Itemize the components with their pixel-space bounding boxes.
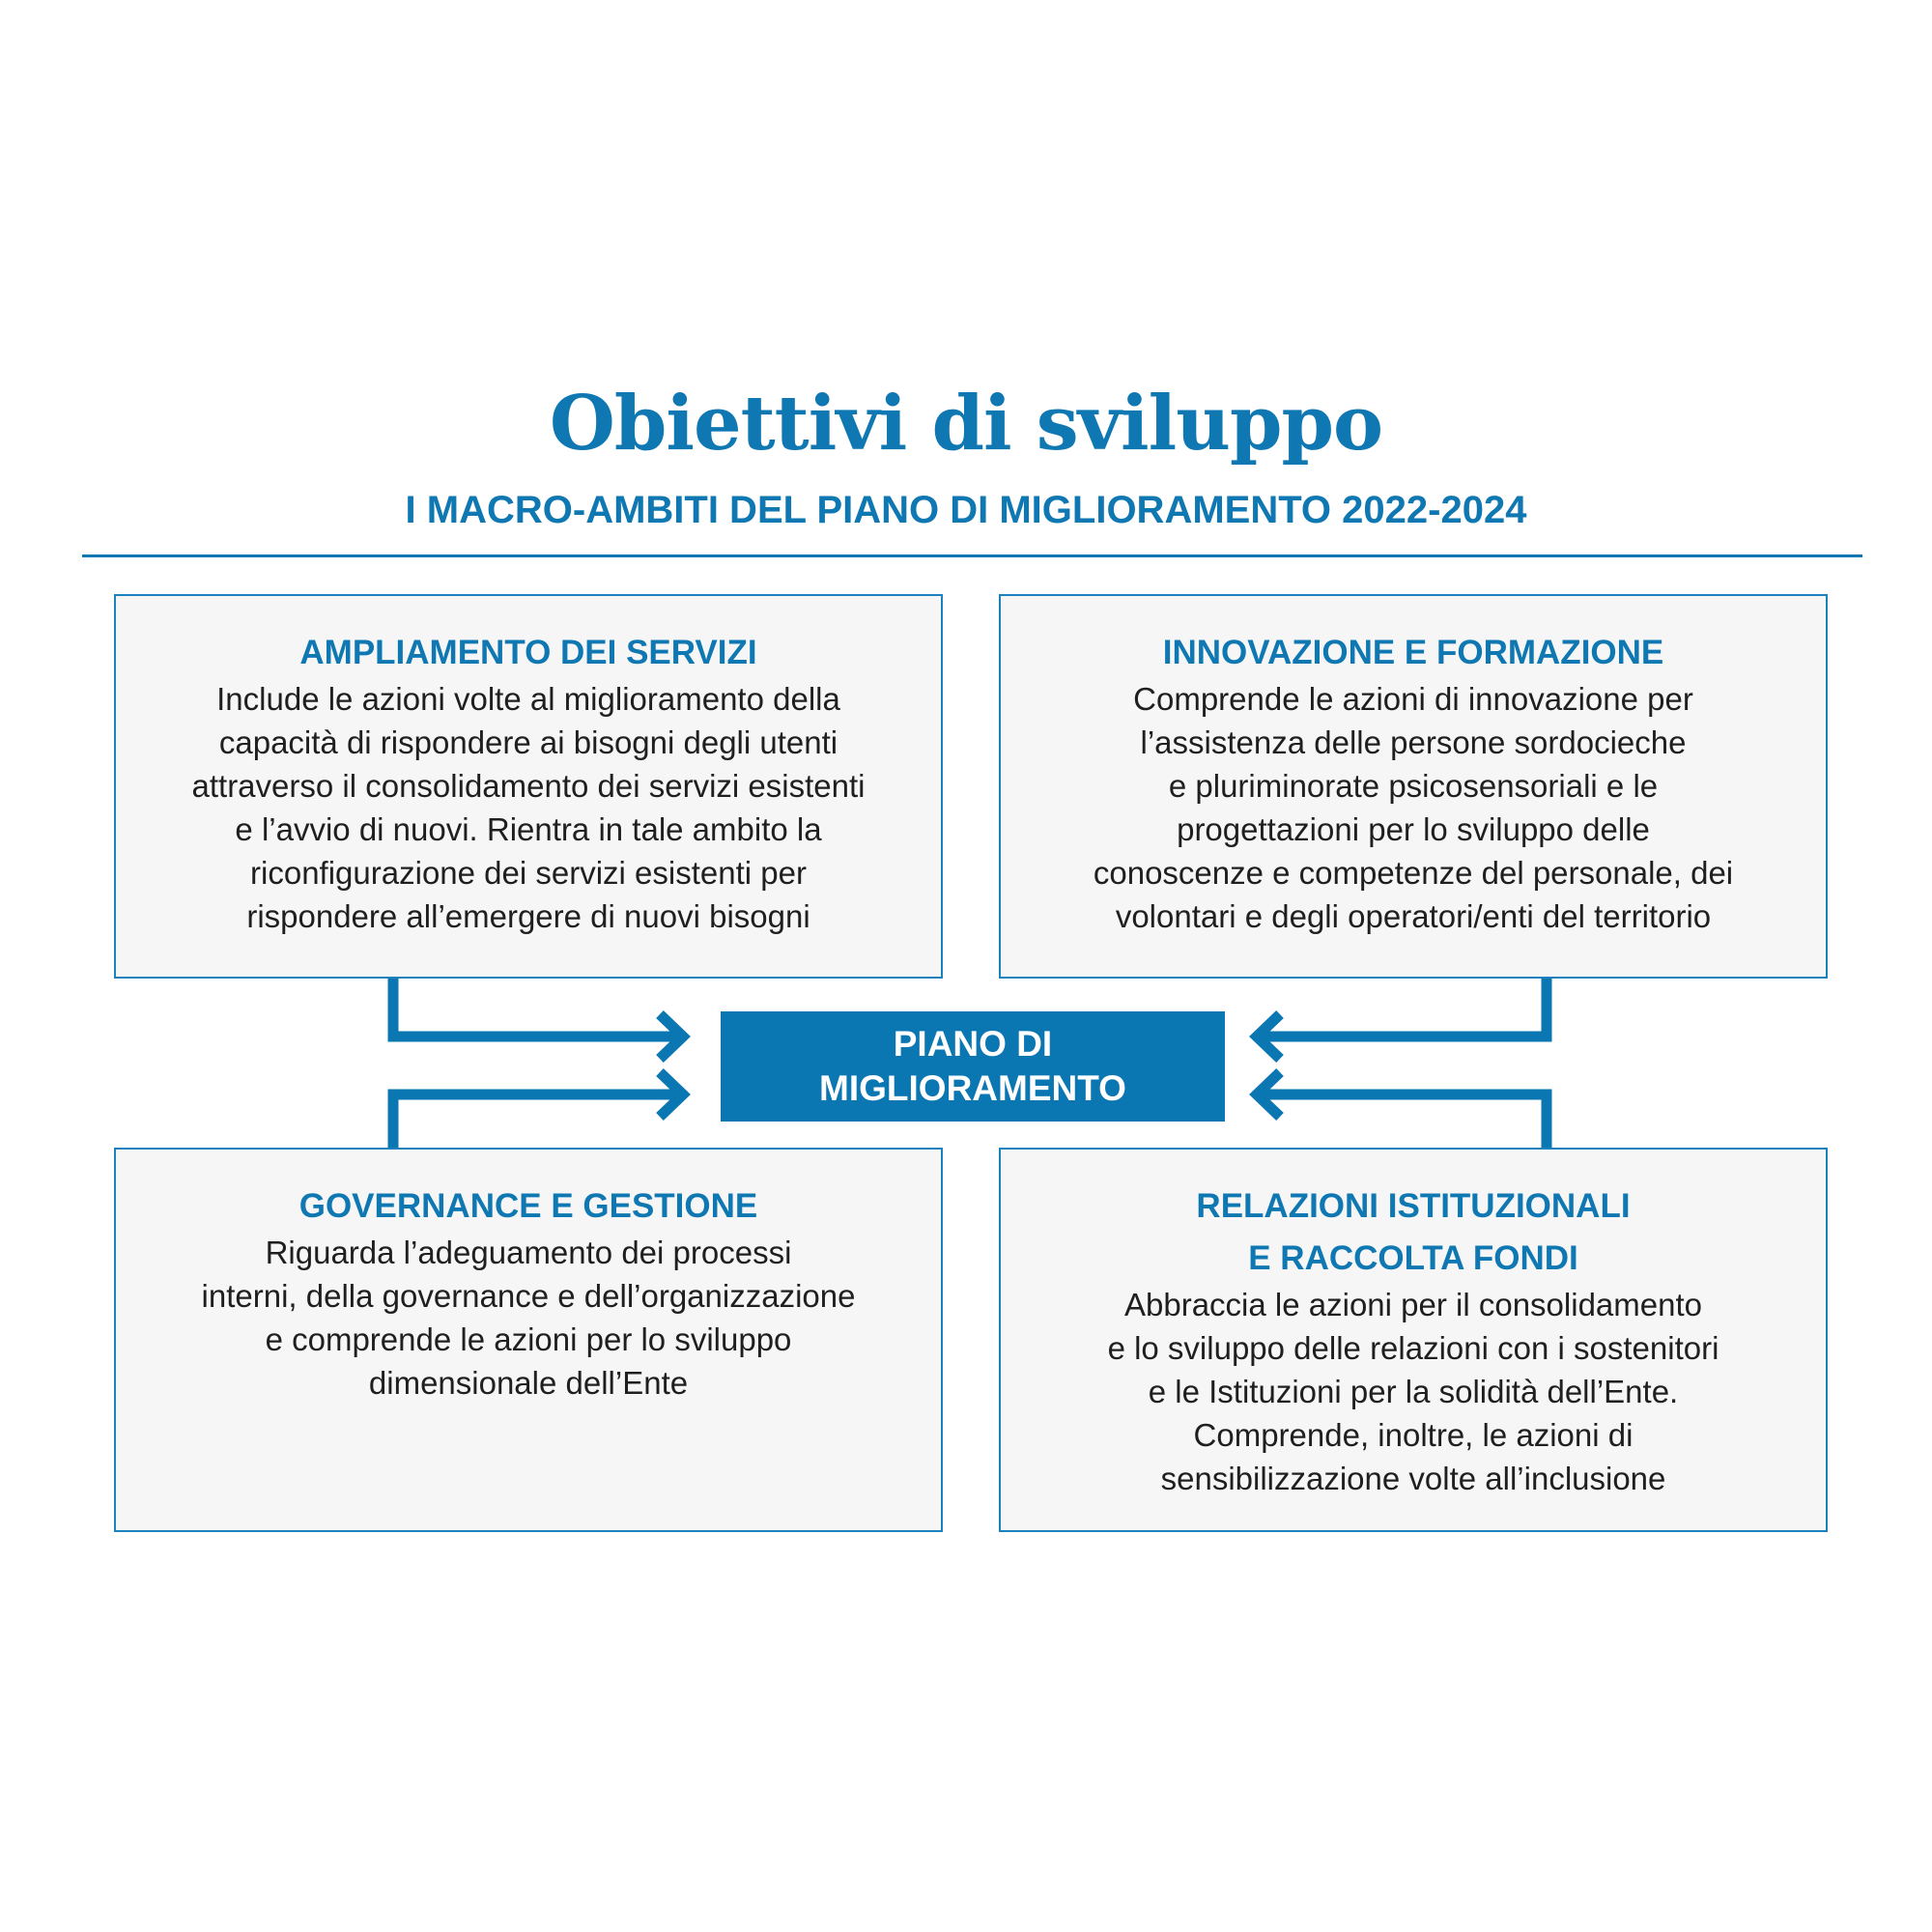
page-subtitle: I MACRO-AMBITI DEL PIANO DI MIGLIORAMENT…: [405, 489, 1527, 531]
card-ampliamento-servizi: AMPLIAMENTO DEI SERVIZI Include le azion…: [114, 594, 943, 979]
card-description: Riguarda l’adeguamento dei processi inte…: [201, 1235, 856, 1401]
piano-miglioramento-box: PIANO DI MIGLIORAMENTO: [721, 1011, 1225, 1122]
connector-bottom-left: [387, 1089, 683, 1148]
connector-top-left: [387, 979, 683, 1042]
card-title: GOVERNANCE E GESTIONE: [298, 1187, 758, 1225]
card-innovazione-formazione: INNOVAZIONE E FORMAZIONE Comprende le az…: [999, 594, 1828, 979]
card-governance-gestione: GOVERNANCE E GESTIONE Riguarda l’adeguam…: [114, 1148, 943, 1532]
connector-bottom-right: [1257, 1089, 1552, 1148]
card-title: INNOVAZIONE E FORMAZIONE: [1162, 634, 1664, 671]
card-title: AMPLIAMENTO DEI SERVIZI: [299, 634, 757, 671]
arrowhead-left-icon: [1249, 1010, 1284, 1063]
connector-top-right: [1257, 979, 1552, 1042]
page-title: Obiettivi di sviluppo: [549, 380, 1383, 468]
card-title: RELAZIONI ISTITUZIONALI E RACCOLTA FONDI: [1196, 1187, 1631, 1277]
title-divider: [82, 554, 1862, 557]
arrowhead-left-icon: [1249, 1068, 1284, 1121]
arrowhead-right-icon: [656, 1010, 691, 1063]
card-relazioni-raccolta-fondi: RELAZIONI ISTITUZIONALI E RACCOLTA FONDI…: [999, 1148, 1828, 1532]
card-description: Comprende le azioni di innovazione per l…: [1093, 681, 1734, 934]
arrowhead-right-icon: [656, 1068, 691, 1121]
center-label: PIANO DI MIGLIORAMENTO: [819, 1024, 1126, 1108]
card-description: Include le azioni volte al miglioramento…: [191, 681, 866, 934]
card-description: Abbraccia le azioni per il consolidament…: [1107, 1287, 1719, 1496]
